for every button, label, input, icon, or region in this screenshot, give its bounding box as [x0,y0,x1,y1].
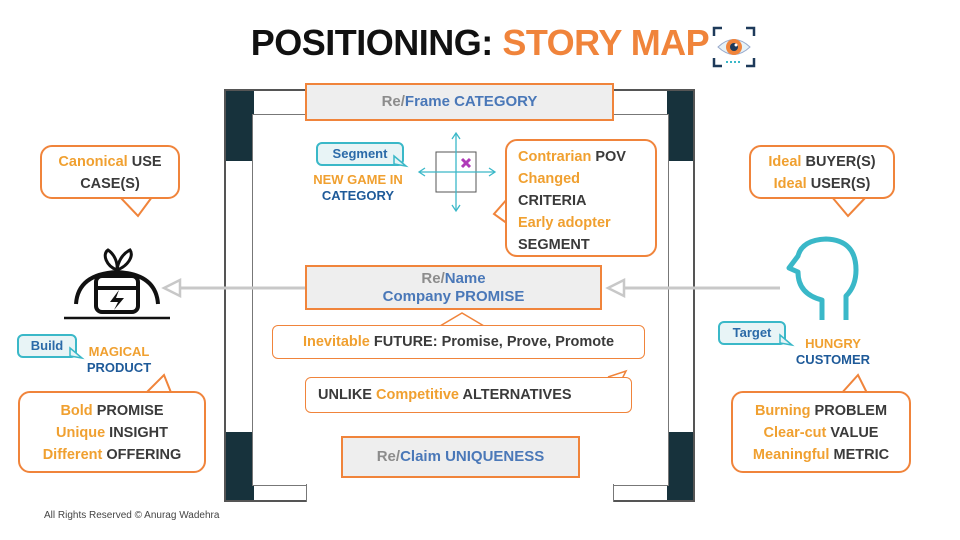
page-title: POSITIONING: STORY MAP [0,22,960,64]
reframe-main: Frame CATEGORY [404,93,538,110]
contrarian-line4: Early adopter [518,215,611,231]
usecase-line2: CASE(S) [80,176,140,192]
usecase-accent: Canonical [58,154,128,170]
contrarian-line1: Contrarian POV [518,149,626,165]
rename-line2: Company PROMISE [382,288,525,305]
hungry-customer-label: HUNGRY CUSTOMER [780,336,886,368]
frame-corner-tr [667,91,693,161]
product-bag-icon [64,248,170,320]
target-tag: Target [718,321,786,345]
rename-main: Name [444,270,486,287]
customer-problem-box: Burning PROBLEM Clear-cut VALUE Meaningf… [731,391,911,473]
contrarian-line3: CRITERIA [518,193,587,209]
reclaim-main: Claim UNIQUENESS [400,448,545,465]
segment-label: NEW GAME IN CATEGORY [296,172,420,204]
magical-product-label: MAGICAL PRODUCT [72,344,166,376]
unlike-alternatives-box: UNLIKE Competitive ALTERNATIVES [305,377,632,413]
future-box: Inevitable FUTURE: Promise, Prove, Promo… [272,325,645,359]
buyers-callout-tail [831,196,867,218]
buyers-item-1: Ideal USER(S) [773,176,871,192]
product-list-item-1: Unique INSIGHT [56,425,168,441]
customer-label-line1: HUNGRY [805,336,861,351]
crosshair-icon [417,131,497,213]
product-list-callout-tail [143,373,173,396]
usecase-callout-tail [119,196,153,218]
rename-prefix: Re/ [421,270,445,287]
reframe-prefix: Re/ [381,93,405,110]
customer-label-line2: CUSTOMER [795,352,871,367]
segment-label-line2: CATEGORY [321,188,395,203]
segment-label-line1: NEW GAME IN [313,172,403,187]
customer-list-item-0: Burning PROBLEM [754,403,888,419]
contrarian-callout-tail [492,197,509,225]
segment-tag-pointer [393,154,409,168]
usecase-rest: USE [131,154,162,170]
product-list-item-0: Bold PROMISE [60,403,164,419]
frame-corner-bl [226,432,254,500]
title-part2: STORY MAP [502,22,710,63]
left-arrow-icon [161,277,306,299]
product-label-line2: PRODUCT [86,360,152,375]
canonical-usecase-box: Canonical USE CASE(S) [40,145,180,199]
frame-corner-tl [226,91,254,161]
product-list-item-2: Different OFFERING [42,447,182,463]
frame-bottom-opening [306,484,614,502]
reframe-category-box: Re/Frame CATEGORY [305,83,614,121]
contrarian-line2: Changed [518,171,581,187]
customer-list-callout-tail [839,373,869,396]
left-arrow-icon-right [605,277,780,299]
copyright-footer: All Rights Reserved © Anurag Wadehra [44,510,220,521]
product-promise-box: Bold PROMISE Unique INSIGHT Different OF… [18,391,206,473]
future-callout-tail [439,312,485,327]
contrarian-pov-box: Contrarian POV Changed CRITERIA Early ad… [505,139,657,257]
build-tag: Build [17,334,77,358]
customer-head-icon [786,236,859,320]
rename-promise-box: Re/Name Company PROMISE [305,265,602,310]
customer-list-item-1: Clear-cut VALUE [763,425,879,441]
buyers-item-0: Ideal BUYER(S) [768,154,876,170]
title-part1: POSITIONING: [250,22,494,63]
eye-icon [712,26,756,68]
frame-corner-br [667,432,693,500]
build-tag-pointer [69,346,85,360]
ideal-buyers-box: Ideal BUYER(S) Ideal USER(S) [749,145,895,199]
contrarian-line5: SEGMENT [518,237,590,253]
target-tag-pointer [779,333,795,347]
segment-tag: Segment [316,142,404,166]
reclaim-prefix: Re/ [376,448,401,465]
product-label-line1: MAGICAL [88,344,150,359]
reclaim-uniqueness-box: Re/Claim UNIQUENESS [341,436,580,478]
customer-list-item-2: Meaningful METRIC [752,447,890,463]
